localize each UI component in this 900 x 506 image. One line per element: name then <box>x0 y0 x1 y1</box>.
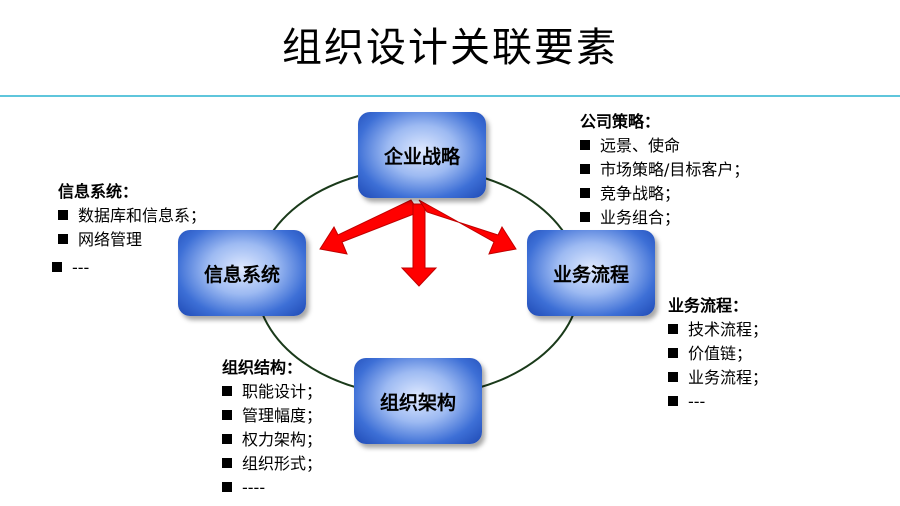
list-item: 价值链； <box>668 342 768 366</box>
bullet-square-icon <box>580 164 590 174</box>
node-strategy: 企业战略 <box>358 112 486 198</box>
node-business-process: 业务流程 <box>527 230 655 316</box>
bullet-square-icon <box>668 372 678 382</box>
arrow-left <box>319 199 420 255</box>
list-item: 职能设计； <box>222 380 322 404</box>
page-title: 组织设计关联要素 <box>282 25 618 71</box>
bullet-square-icon <box>580 140 590 150</box>
info-notes-extra: --- <box>52 256 89 280</box>
bullet-square-icon <box>58 234 68 244</box>
list-item: 远景、使命 <box>580 134 749 158</box>
bullet-square-icon <box>668 396 678 406</box>
list-item: 技术流程； <box>668 318 768 342</box>
node-org-structure: 组织架构 <box>354 358 482 444</box>
list-item: 市场策略/目标客户； <box>580 158 749 182</box>
bullet-square-icon <box>580 212 590 222</box>
process-notes-heading: 业务流程： <box>668 296 749 315</box>
info-notes-heading: 信息系统： <box>58 182 139 201</box>
list-item: --- <box>668 390 768 414</box>
info-notes: 信息系统： 数据库和信息系； 网络管理 <box>58 180 206 252</box>
bullet-square-icon <box>52 262 62 272</box>
node-info-system: 信息系统 <box>178 230 306 316</box>
list-item: 数据库和信息系； <box>58 204 206 228</box>
process-notes-list: 技术流程； 价值链； 业务流程； --- <box>668 318 768 414</box>
arrow-down <box>400 203 438 287</box>
list-item: 网络管理 <box>58 228 206 252</box>
list-item: ---- <box>222 476 322 500</box>
structure-notes-list: 职能设计； 管理幅度； 权力架构； 组织形式； ---- <box>222 380 322 500</box>
structure-notes-heading: 组织结构： <box>222 358 303 377</box>
arrow-right <box>418 199 517 255</box>
list-item: 权力架构； <box>222 428 322 452</box>
title-divider <box>0 95 900 97</box>
bullet-square-icon <box>58 210 68 220</box>
strategy-notes: 公司策略： 远景、使命 市场策略/目标客户； 竞争战略； 业务组合； <box>580 110 749 230</box>
bullet-square-icon <box>580 188 590 198</box>
process-notes: 业务流程： 技术流程； 价值链； 业务流程； --- <box>668 294 768 414</box>
list-item: 业务流程； <box>668 366 768 390</box>
list-item: 组织形式； <box>222 452 322 476</box>
list-item: 管理幅度； <box>222 404 322 428</box>
bullet-square-icon <box>668 348 678 358</box>
list-item: 竞争战略； <box>580 182 749 206</box>
info-notes-list: 数据库和信息系； 网络管理 <box>58 204 206 252</box>
strategy-notes-list: 远景、使命 市场策略/目标客户； 竞争战略； 业务组合； <box>580 134 749 230</box>
bullet-square-icon <box>222 386 232 396</box>
bullet-square-icon <box>222 410 232 420</box>
strategy-notes-heading: 公司策略： <box>580 112 661 131</box>
bullet-square-icon <box>222 458 232 468</box>
bullet-square-icon <box>668 324 678 334</box>
structure-notes: 组织结构： 职能设计； 管理幅度； 权力架构； 组织形式； ---- <box>222 356 322 500</box>
bullet-square-icon <box>222 434 232 444</box>
bullet-square-icon <box>222 482 232 492</box>
list-item: 业务组合； <box>580 206 749 230</box>
